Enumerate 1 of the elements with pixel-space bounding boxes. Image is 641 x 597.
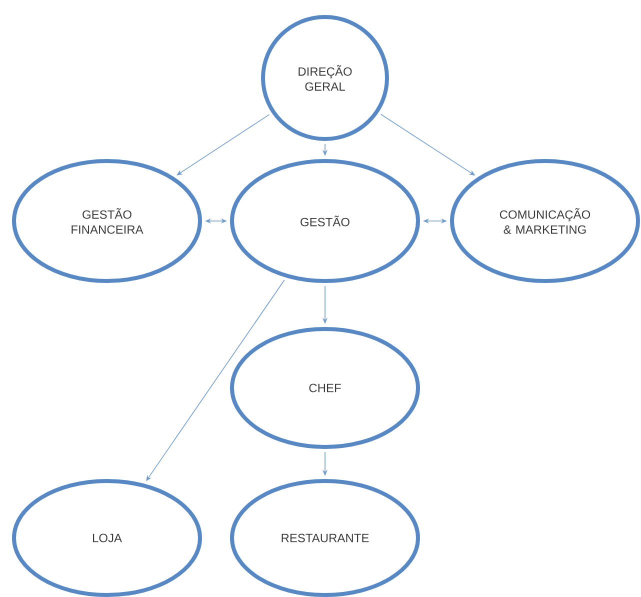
arrow	[176, 114, 270, 176]
